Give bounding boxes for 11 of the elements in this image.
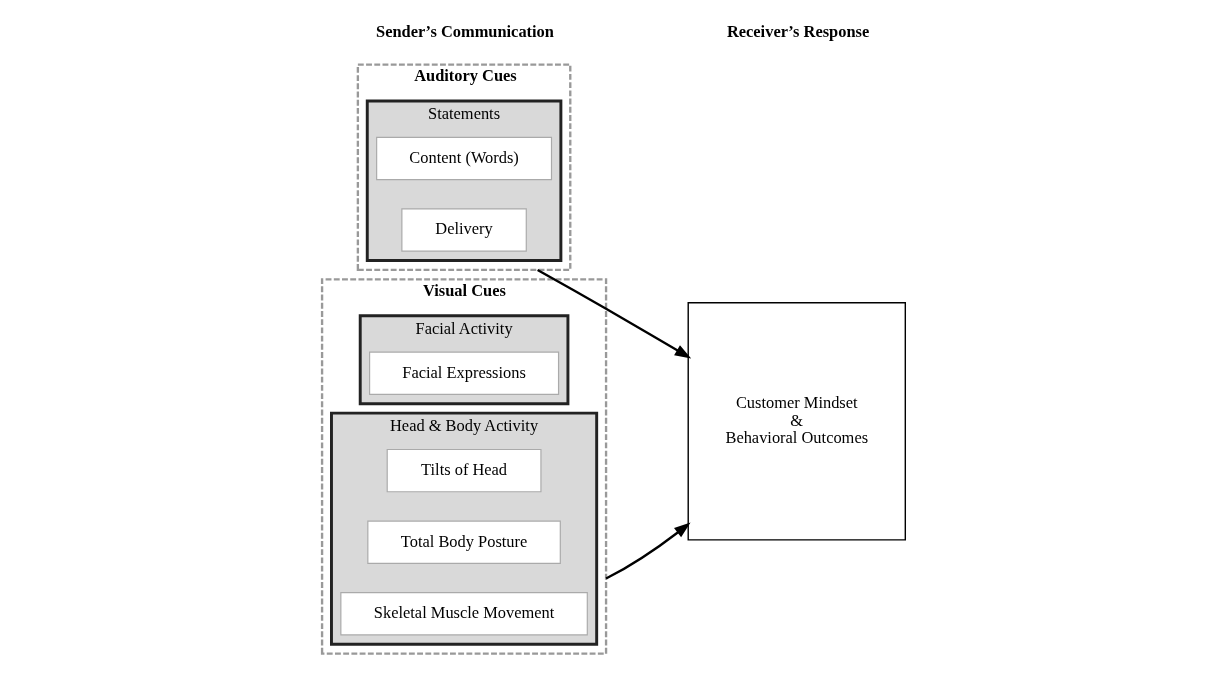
node-box: Tilts of Head <box>386 448 542 493</box>
node-box: Skeletal Muscle Movement <box>340 592 588 636</box>
arrow <box>605 522 691 580</box>
node-box: Delivery <box>401 208 527 252</box>
node-box: Customer Mindset & Behavioral Outcomes <box>687 302 906 541</box>
label: Sender’s Communication <box>376 22 554 42</box>
node-box: Content (Words) <box>376 136 553 181</box>
arrow <box>537 268 692 359</box>
node-box: Facial Expressions <box>369 351 560 395</box>
node-box: Total Body Posture <box>367 520 561 564</box>
label: Receiver’s Response <box>726 22 870 42</box>
